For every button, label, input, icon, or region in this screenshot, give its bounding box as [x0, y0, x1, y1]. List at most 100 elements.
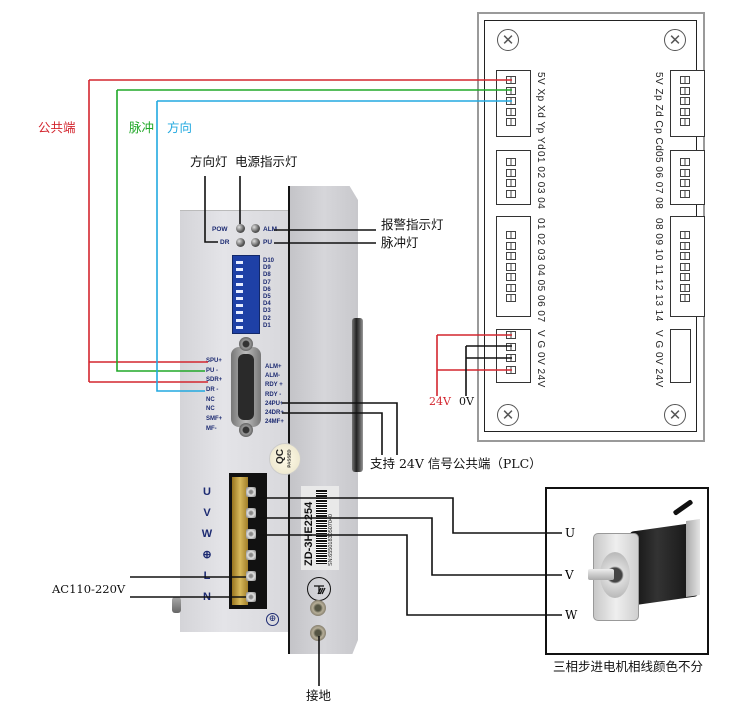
connector-pin[interactable]	[506, 273, 516, 281]
serial-number: SN:65501830507040	[328, 514, 334, 566]
connector-pin[interactable]	[680, 107, 690, 116]
mounting-bracket	[352, 318, 363, 472]
connector-pin[interactable]	[506, 366, 516, 375]
dip-switch-lever[interactable]	[236, 297, 243, 300]
connector-pin[interactable]	[506, 158, 516, 166]
pin-label: NC	[206, 406, 215, 413]
connector-label: 01 02 03 04 05 06 07	[535, 218, 546, 323]
dip-switch-lever[interactable]	[236, 282, 243, 286]
pin-label: MF-	[206, 425, 217, 432]
pin-column	[506, 331, 516, 375]
plc-common-label: 支持 24V 信号公共端（PLC）	[370, 456, 542, 471]
ground-screw-icon[interactable]	[310, 600, 326, 616]
connector-pin[interactable]	[506, 86, 516, 95]
connector-pin[interactable]	[680, 241, 690, 250]
dip-switch[interactable]	[232, 255, 260, 334]
alarm-led	[251, 224, 260, 233]
qc-sub: PASSED	[286, 449, 292, 468]
model-label: ZD-3HE2254 SN:65501830507040	[301, 486, 339, 570]
terminal-screw-l[interactable]	[246, 571, 256, 581]
alm-label: ALM	[263, 226, 278, 233]
pulse-label: 脉冲	[129, 120, 155, 135]
connector-pin[interactable]	[506, 97, 516, 105]
dip-switch-lever[interactable]	[236, 289, 243, 293]
connector-pin[interactable]	[506, 231, 516, 239]
dip-switch-lever[interactable]	[236, 311, 243, 315]
terminal-screw-u[interactable]	[246, 487, 256, 497]
terminal-label-w: W	[201, 528, 213, 540]
connector-io-08-14[interactable]	[670, 216, 705, 317]
terminal-screw-v[interactable]	[246, 508, 256, 518]
pin-label: DR -	[206, 387, 219, 394]
dip-switch-lever[interactable]	[236, 268, 243, 272]
pow-label: POW	[212, 226, 228, 233]
db-signal-connector[interactable]	[231, 337, 261, 437]
connector-pin[interactable]	[506, 331, 516, 339]
direction-led-callout-label: 方向灯	[190, 154, 228, 169]
connector-socket	[238, 354, 254, 420]
board-screw-icon: ✕	[664, 404, 686, 426]
connector-pin[interactable]	[506, 189, 516, 198]
dip-label: D9	[263, 265, 271, 272]
phase-label-v: V	[565, 568, 574, 582]
connector-pin[interactable]	[680, 179, 690, 187]
pulse-led	[251, 238, 260, 247]
connector-pin[interactable]	[506, 283, 516, 292]
connector-pin[interactable]	[506, 168, 516, 177]
connector-pin[interactable]	[506, 252, 516, 260]
connector-zc-signals[interactable]	[670, 70, 705, 137]
dip-label: D3	[263, 308, 271, 315]
connector-pin[interactable]	[506, 179, 516, 187]
dip-switch-lever[interactable]	[236, 318, 243, 322]
dip-switch-lever[interactable]	[236, 325, 243, 329]
db-left-pin-labels: SPU+ PU - SDR+ DR - NC NC SMF+ MF-	[206, 357, 222, 435]
connector-io-01-04[interactable]	[496, 150, 531, 205]
power-terminal-block[interactable]	[229, 473, 267, 609]
connector-pin[interactable]	[506, 76, 516, 84]
connector-io-01-07[interactable]	[496, 216, 531, 317]
connector-pin[interactable]	[680, 189, 690, 198]
connector-pin[interactable]	[680, 294, 690, 302]
pin-label: ALM+	[265, 364, 282, 370]
connector-power[interactable]	[496, 329, 531, 383]
connector-io-05-08[interactable]	[670, 150, 705, 205]
common-label: 公共端	[38, 120, 76, 135]
board-screw-icon: ✕	[664, 29, 686, 51]
connector-label: V G 0V 24V	[653, 330, 664, 388]
connector-pin[interactable]	[680, 86, 690, 95]
terminal-screw-w[interactable]	[246, 529, 256, 539]
connector-pin[interactable]	[506, 294, 516, 302]
model-number: ZD-3HE2254	[303, 501, 315, 566]
connector-xy-signals[interactable]	[496, 70, 531, 137]
dip-switch-lever[interactable]	[236, 304, 243, 308]
connector-pin[interactable]	[680, 262, 690, 271]
ground-screw-icon[interactable]	[310, 625, 326, 641]
connector-pin[interactable]	[506, 354, 516, 363]
earth-ground-icon	[307, 577, 331, 601]
connector-pin[interactable]	[680, 231, 690, 239]
dip-switch-lever[interactable]	[236, 261, 243, 264]
connector-pin[interactable]	[506, 241, 516, 250]
connector-power-empty[interactable]	[670, 329, 691, 383]
dip-switch-lever[interactable]	[236, 275, 243, 279]
pin-label: SDR+	[206, 377, 223, 384]
connector-pin[interactable]	[680, 273, 690, 281]
pin-label: RDY +	[265, 382, 283, 389]
dip-label: D8	[263, 272, 271, 279]
side-knob	[172, 597, 181, 613]
terminal-screw-n[interactable]	[246, 592, 256, 602]
connector-pin[interactable]	[680, 118, 690, 126]
connector-pin[interactable]	[506, 342, 516, 351]
terminal-label-n: N	[203, 591, 211, 603]
connector-pin[interactable]	[680, 76, 690, 84]
connector-pin[interactable]	[680, 168, 690, 177]
connector-pin[interactable]	[680, 252, 690, 260]
connector-pin[interactable]	[506, 262, 516, 271]
dip-label: D4	[263, 301, 271, 308]
connector-pin[interactable]	[506, 118, 516, 126]
terminal-screw-pe[interactable]	[246, 550, 256, 560]
connector-pin[interactable]	[680, 158, 690, 166]
connector-pin[interactable]	[680, 283, 690, 292]
connector-pin[interactable]	[680, 97, 690, 105]
connector-pin[interactable]	[506, 107, 516, 116]
